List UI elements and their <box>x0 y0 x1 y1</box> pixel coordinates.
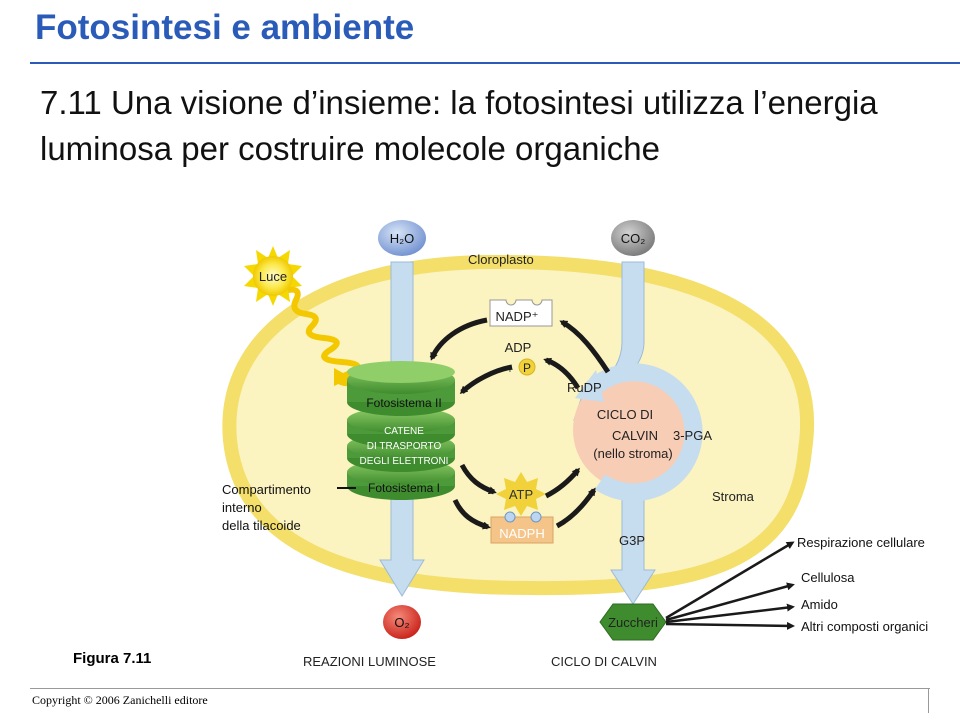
calvin-line-2: CALVIN <box>612 428 658 443</box>
slide-title: Fotosintesi e ambiente <box>35 8 415 47</box>
rudp-label: RuDP <box>567 380 602 395</box>
luce-label: Luce <box>259 269 287 284</box>
stroma-label: Stroma <box>712 489 755 504</box>
ciclo-calvin-label: CICLO DI CALVIN <box>551 654 657 669</box>
product-altri: Altri composti organici <box>801 619 928 634</box>
atp-label: ATP <box>509 487 533 502</box>
sun-icon <box>244 246 302 306</box>
footer-divider-vertical <box>928 688 929 713</box>
calvin-cycle <box>573 363 703 502</box>
co2-label: CO₂ <box>621 231 646 246</box>
copyright-notice: Copyright © 2006 Zanichelli editore <box>32 693 208 707</box>
cloroplasto-label: Cloroplasto <box>468 252 534 267</box>
compartimento-line-2: interno <box>222 500 262 515</box>
catene-line-2: DI TRASPORTO <box>367 441 442 452</box>
reazioni-luminose-label: REAZIONI LUMINOSE <box>303 654 436 669</box>
chloroplast <box>222 254 814 596</box>
product-cellulosa: Cellulosa <box>801 570 855 585</box>
calvin-line-1: CICLO DI <box>597 407 653 422</box>
nadp-box <box>489 299 553 327</box>
zuccheri-label: Zuccheri <box>608 615 658 630</box>
nadp-label: NADP⁺ <box>496 309 539 324</box>
plus-label: + <box>507 364 513 376</box>
adp-label: ADP <box>505 340 532 355</box>
title-divider <box>30 62 960 64</box>
h2o-molecule <box>378 220 426 256</box>
light-wave-icon <box>287 286 383 395</box>
g3p-label: G3P <box>619 533 645 548</box>
fotosistema-ii-label: Fotosistema II <box>366 396 441 410</box>
product-respirazione: Respirazione cellulare <box>797 535 925 550</box>
pga-label: 3-PGA <box>673 428 712 443</box>
co2-molecule <box>611 220 655 256</box>
phosphate-label: P <box>523 361 531 375</box>
footer-divider <box>30 688 930 689</box>
figure-label: Figura 7.11 <box>73 650 152 667</box>
o2-molecule <box>383 605 421 639</box>
sugar-hexagon-icon <box>599 603 667 641</box>
h2o-label: H₂O <box>390 231 415 246</box>
calvin-line-3: (nello stroma) <box>593 446 672 461</box>
catene-line-1: CATENE <box>384 426 424 437</box>
compartimento-line-3: della tilacoide <box>222 518 301 533</box>
nadph-box <box>490 511 554 544</box>
slide-subtitle: 7.11 Una visione d’insieme: la fotosinte… <box>40 84 878 167</box>
thylakoid-stack <box>347 361 455 500</box>
catene-line-3: DEGLI ELETTRONI <box>360 456 449 467</box>
reaction-arrows <box>429 317 611 530</box>
o2-label: O₂ <box>394 615 409 630</box>
fotosistema-i-label: Fotosistema I <box>368 481 440 495</box>
nadph-label: NADPH <box>499 526 545 541</box>
atp-burst-icon <box>496 472 546 516</box>
phosphate-icon <box>518 358 536 376</box>
product-amido: Amido <box>801 597 838 612</box>
compartimento-line-1: Compartimento <box>222 482 311 497</box>
product-arrows <box>665 541 795 630</box>
